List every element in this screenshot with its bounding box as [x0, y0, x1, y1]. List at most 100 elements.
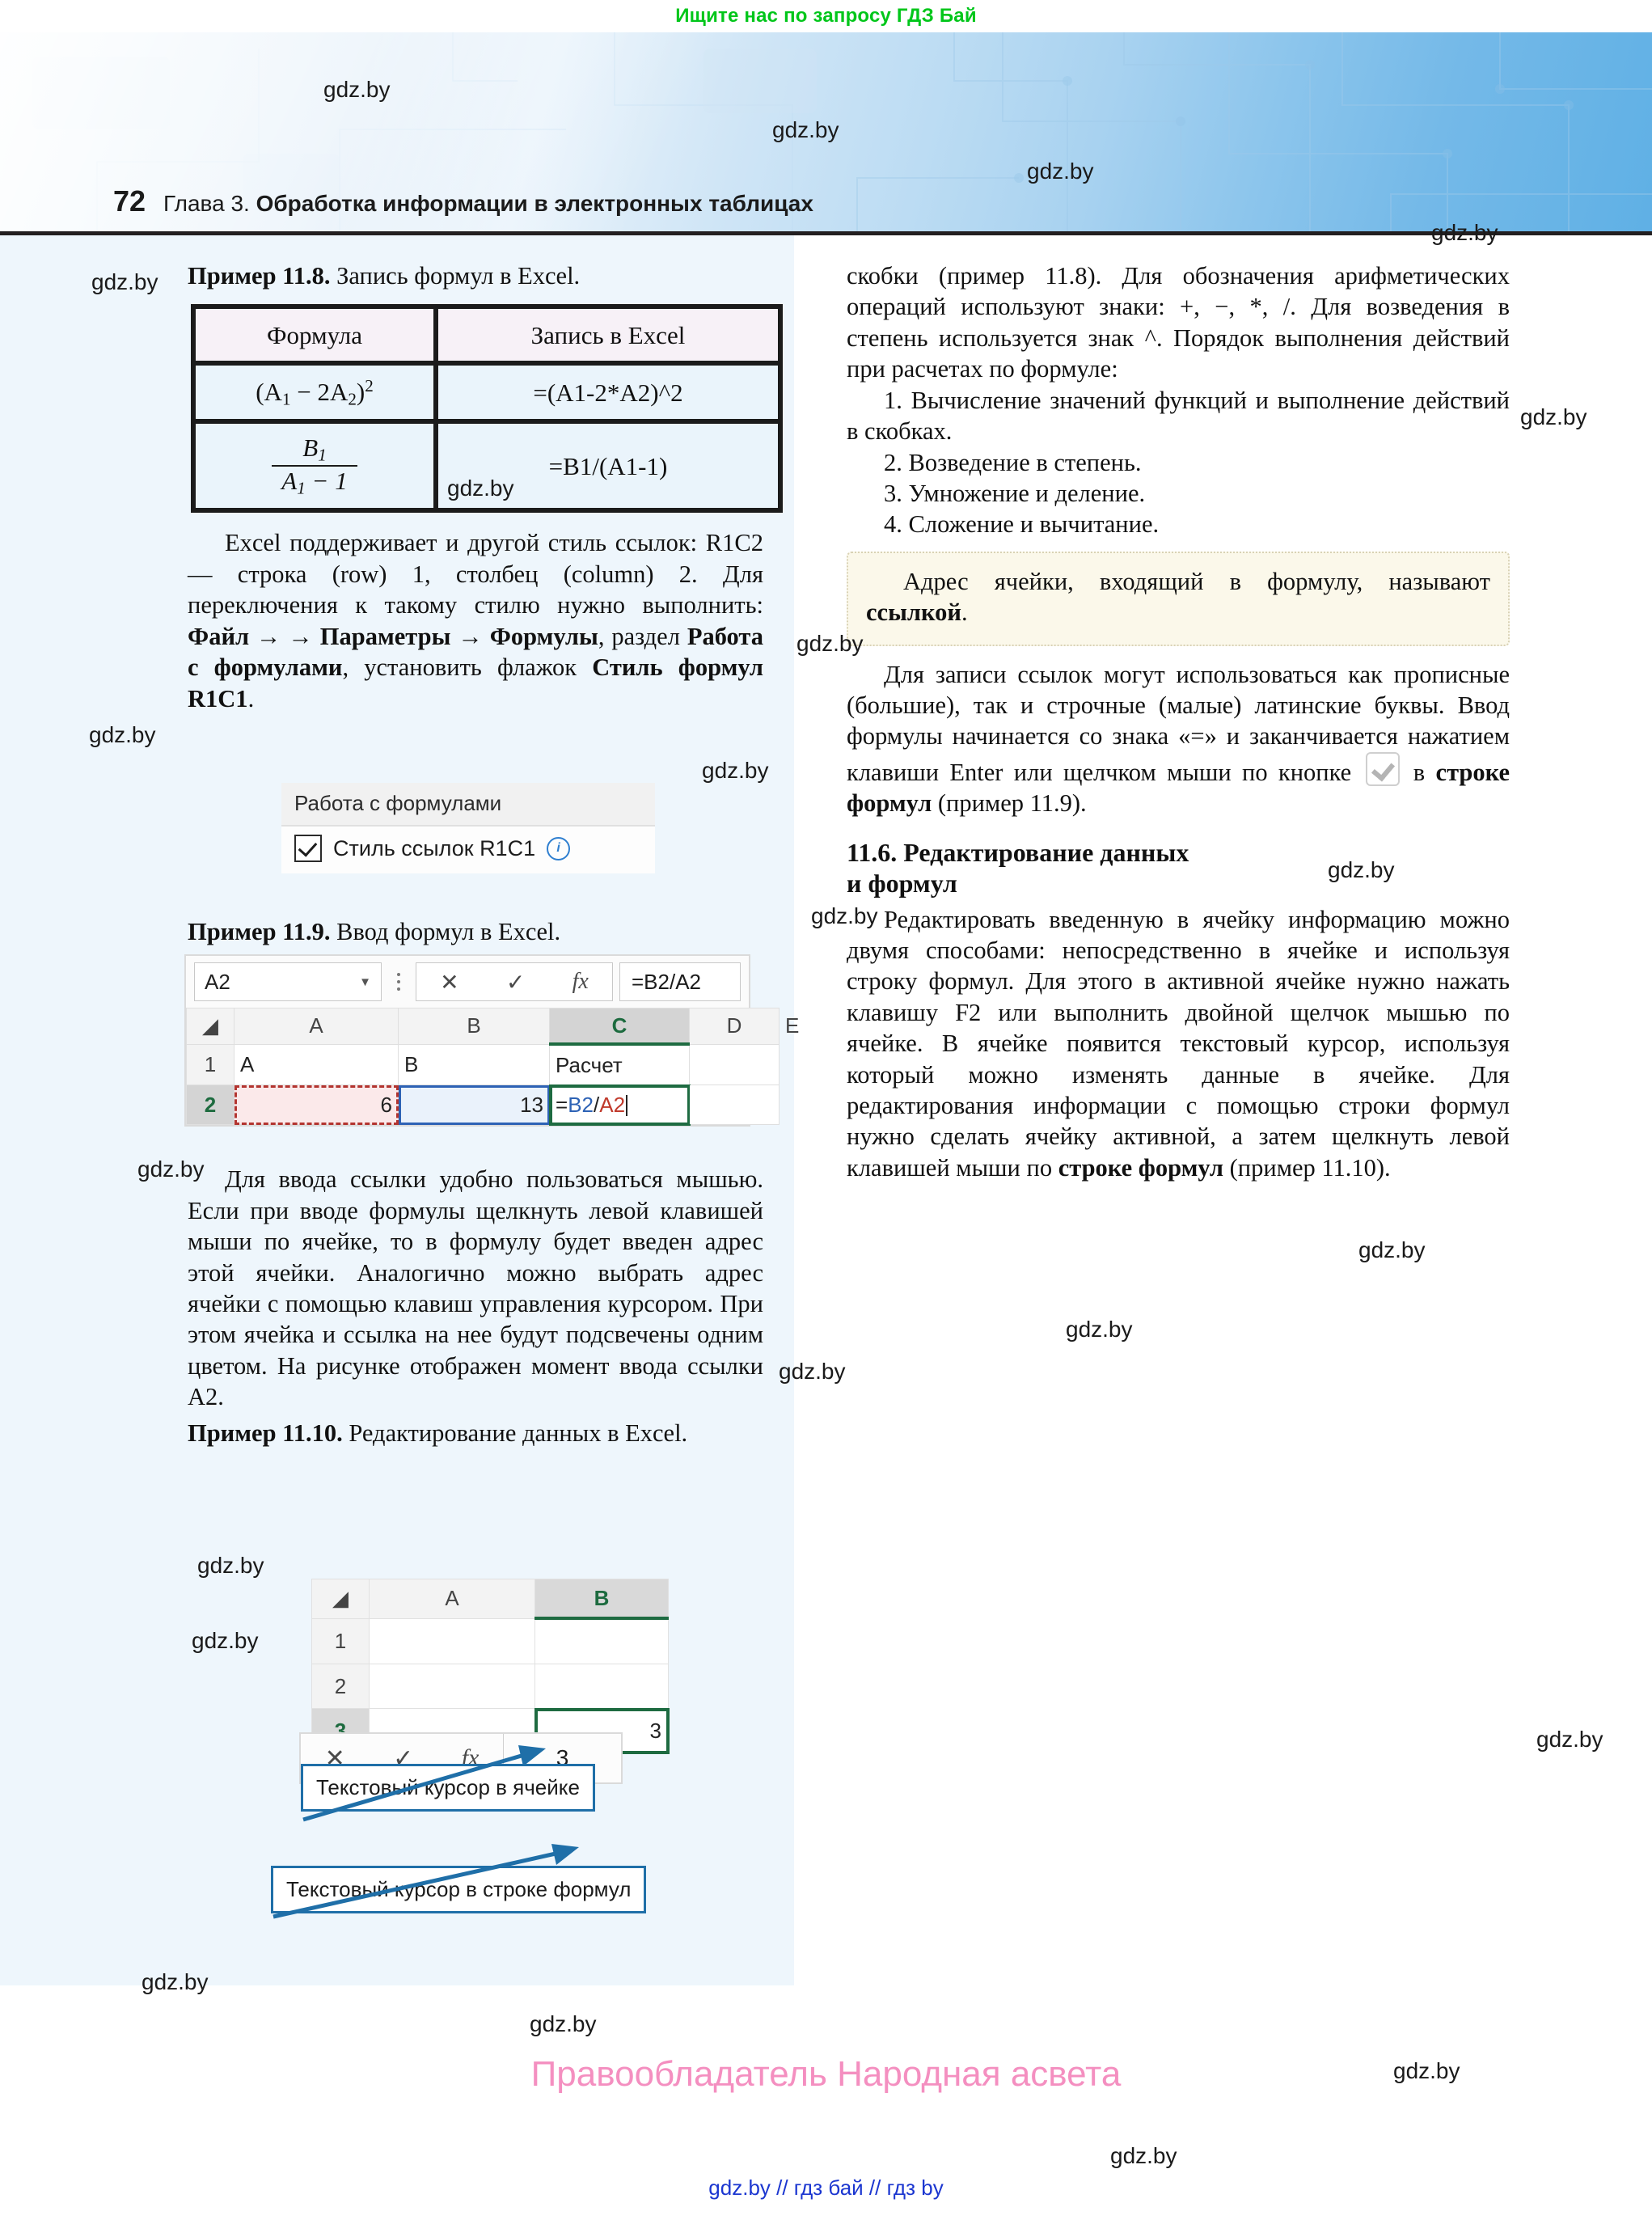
row-header-1[interactable]: 1 [186, 1043, 234, 1085]
column-header-row: ◢ A B C D E [186, 1008, 799, 1046]
denominator-base: A [281, 467, 298, 496]
column-header-b[interactable]: B [398, 1008, 550, 1045]
cell-d1[interactable] [689, 1043, 780, 1085]
accept-icon[interactable]: ✓ [505, 969, 526, 995]
cell-a1[interactable] [369, 1617, 535, 1664]
numerator-base: B [302, 433, 319, 463]
chevron-down-icon[interactable]: ▼ [359, 975, 371, 989]
watermark-22: gdz.by [1110, 2143, 1177, 2168]
definition-callout-box: Адрес ячейки, входящий в формулу, называ… [847, 551, 1510, 646]
chapter-prefix: Глава 3. [163, 191, 256, 216]
excel-screenshot-11-9: A2 ▼ ✕ ✓ fx =B2/A2 ◢ A B C D E 1 A B Рас… [184, 954, 799, 1127]
cell-c2[interactable]: =B2/A2 [548, 1084, 691, 1126]
cell-c2-ref-a2: A2 [599, 1092, 626, 1117]
excel-cell-2: =B1/(A1-1) [436, 421, 780, 511]
table-row: 1 A B Расчет [186, 1043, 780, 1085]
banner-light-sheen [0, 32, 909, 235]
example-11-9-caption: Пример 11.9. Ввод формул в Excel. [188, 916, 763, 947]
fraction: B1 A1 − 1 [272, 434, 357, 497]
cell-d2[interactable] [689, 1085, 780, 1125]
table-row: 1 [311, 1617, 669, 1664]
cell-a2[interactable]: 6 [234, 1085, 399, 1125]
cancel-icon[interactable]: ✕ [440, 969, 459, 995]
r1c1-checkbox-label: Стиль ссылок R1C1 [333, 835, 536, 860]
example-11-8-label: Пример 11.8. [188, 262, 331, 290]
cell-b2[interactable]: 13 [398, 1085, 550, 1125]
more-options-icon[interactable] [388, 962, 409, 1001]
name-box[interactable]: A2 ▼ [194, 962, 382, 1001]
name-box-value: A2 [205, 969, 230, 994]
select-all-corner-icon[interactable]: ◢ [186, 1008, 234, 1045]
paragraph-brackets-operations: скобки (пример 11.8). Для обозначения ар… [847, 262, 1510, 383]
row-header-1[interactable]: 1 [311, 1617, 370, 1664]
cell-b1[interactable]: B [398, 1043, 550, 1085]
row-header-2[interactable]: 2 [311, 1664, 370, 1709]
list-item: 1. Вычисление значений функций и выполне… [847, 386, 1510, 446]
numerator-subscript: 1 [318, 445, 327, 465]
formulas-options-widget: Работа с формулами Стиль ссылок R1C1 i [281, 783, 655, 873]
cell-b1[interactable] [534, 1617, 669, 1664]
example-11-8-text: Запись формул в Excel. [330, 262, 581, 290]
refs-text-2: в [1402, 758, 1436, 786]
page-header: 72 Глава 3. Обработка информации в элект… [113, 184, 813, 218]
table-row: (A1 − 2A2)2 =(A1-2*A2)^2 [193, 363, 780, 422]
excel-cell-1: =(A1-2*A2)^2 [436, 363, 780, 422]
fraction-numerator: B1 [272, 434, 357, 465]
r1c1-text-3: , раздел [598, 622, 687, 650]
formula-subscript-2: 2 [348, 389, 357, 409]
column-header-d[interactable]: D [689, 1008, 780, 1045]
table-row: 2 6 13 =B2/A2 [186, 1084, 780, 1126]
list-item: 4. Сложение и вычитание. [884, 510, 1160, 539]
formula-minus-term: − 2A [290, 377, 349, 406]
definition-text: Адрес ячейки, входящий в формулу, называ… [866, 566, 1490, 628]
cell-c2-ref-b2: B2 [568, 1092, 594, 1117]
text-caret [626, 1094, 628, 1116]
list-item: 2. Возведение в степень. [884, 448, 1142, 476]
definition-text-before: Адрес ячейки, входящий в формулу, называ… [903, 567, 1490, 595]
row-header-2[interactable]: 2 [186, 1085, 234, 1125]
example-11-8-caption: Пример 11.8. Запись формул в Excel. [188, 260, 763, 291]
refs-text-3: (пример 11.9). [932, 789, 1087, 818]
cell-c1[interactable]: Расчет [549, 1043, 690, 1085]
column-header-b[interactable]: B [534, 1579, 669, 1620]
page-number: 72 [113, 184, 146, 218]
check-button-icon [1365, 751, 1400, 786]
cell-a2[interactable] [369, 1664, 535, 1709]
cell-c2-slash: / [594, 1092, 600, 1117]
cell-a1[interactable]: A [234, 1043, 399, 1085]
column-header-c[interactable]: C [549, 1008, 690, 1046]
excel-screenshot-11-10: ◢ A B 1 2 3 3 [311, 1579, 670, 1754]
watermark-18: gdz.by [1536, 1727, 1603, 1752]
formula-open-paren: (A [256, 377, 282, 406]
column-header-a[interactable]: A [369, 1579, 535, 1619]
info-icon[interactable]: i [547, 836, 571, 860]
section-heading-line-2: и формул [847, 869, 957, 898]
column-header-row: ◢ A B [311, 1579, 669, 1620]
insert-function-icon[interactable]: fx [572, 969, 589, 994]
watermark-15: gdz.by [1066, 1317, 1133, 1342]
select-all-corner-icon[interactable]: ◢ [311, 1579, 370, 1619]
paragraph-editing-data: Редактировать введенную в ячейку информа… [847, 904, 1510, 1184]
section-heading-11-6: 11.6. Редактирование данных и формул [847, 837, 1510, 899]
chapter-title-line: Глава 3. Обработка информации в электрон… [163, 191, 813, 217]
paragraph-mouse-entry: Для ввода ссылки удобно пользоваться мыш… [188, 1165, 763, 1411]
formula-bar[interactable]: =B2/A2 [619, 962, 741, 1001]
callout-text-cursor-in-cell: Текстовый курсор в ячейке [301, 1764, 595, 1812]
excel-formula-toolbar: A2 ▼ ✕ ✓ fx =B2/A2 [186, 956, 749, 1008]
refs-text-1: Для записи ссылок могут использоваться к… [847, 660, 1510, 786]
list-item: 3. Умножение и деление. [884, 479, 1146, 507]
refs-bold-formula-bar: строке формул [847, 758, 1510, 818]
cell-b2[interactable] [534, 1664, 669, 1709]
ribbon-group-body: Стиль ссылок R1C1 i [281, 827, 655, 873]
table-header-excel: Запись в Excel [436, 307, 780, 364]
r1c1-checkbox[interactable] [294, 835, 322, 862]
watermark-20: gdz.by [530, 2011, 597, 2036]
right-column: скобки (пример 11.8). Для обозначения ар… [847, 260, 1510, 1183]
example-11-10-label: Пример 11.10. [188, 1419, 343, 1447]
cell-c2-equals: = [556, 1092, 568, 1117]
table-row: 2 [311, 1664, 669, 1709]
header-divider-rule [0, 231, 1652, 235]
callout-text-cursor-in-formula-bar: Текстовый курсор в строке формул [271, 1866, 647, 1913]
column-header-a[interactable]: A [234, 1008, 399, 1045]
formula-action-icons: ✕ ✓ fx [416, 962, 613, 1001]
